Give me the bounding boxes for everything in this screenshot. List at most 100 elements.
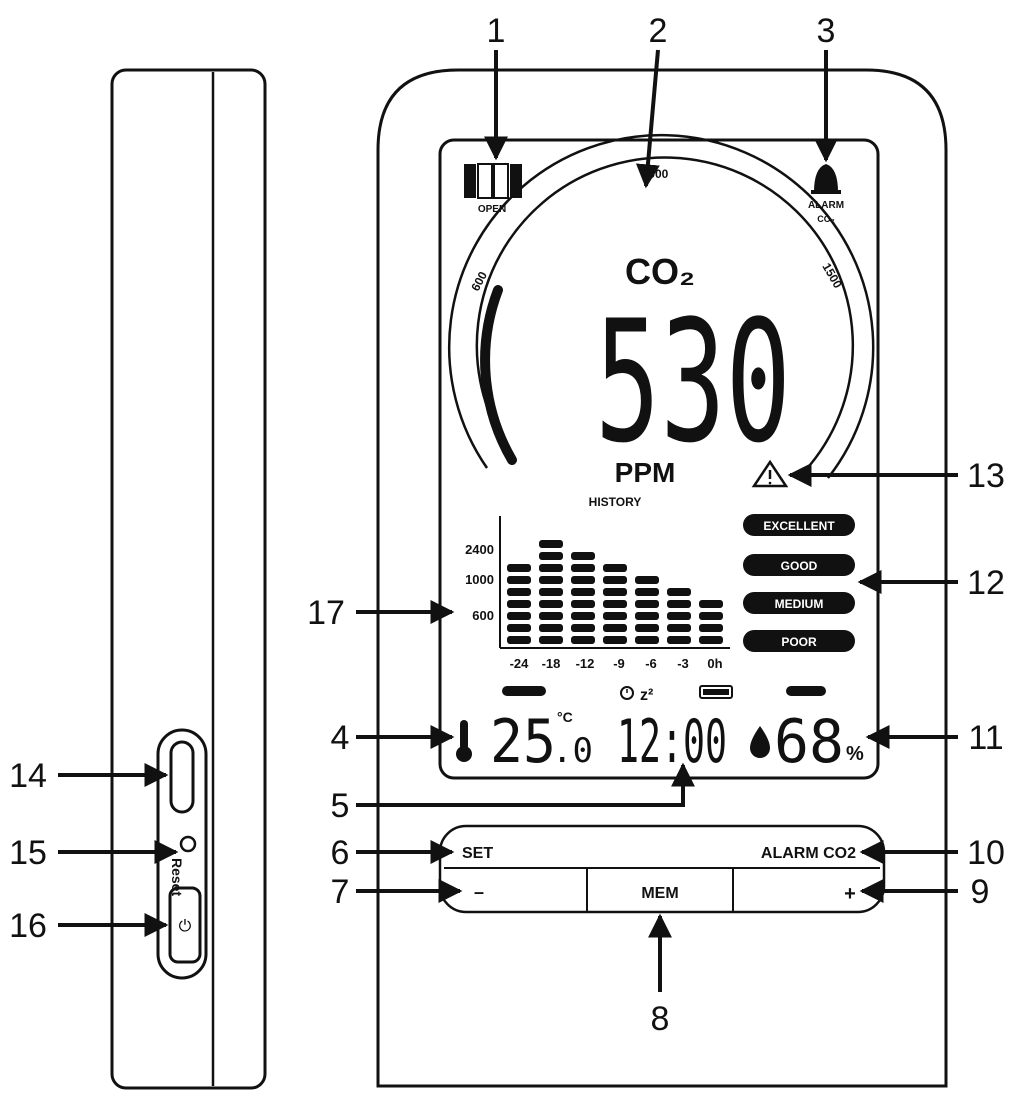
- co2-label: CO₂: [625, 251, 695, 292]
- history-bar-segment: [603, 624, 627, 632]
- alarm-clock-icon: [620, 686, 634, 700]
- bell-icon: [811, 164, 841, 194]
- history-bar-segment: [571, 576, 595, 584]
- history-bar-segment: [539, 588, 563, 596]
- arrow-5: [356, 762, 695, 807]
- history-bar-segment: [539, 624, 563, 632]
- history-bar-segment: [603, 612, 627, 620]
- callout-8: 8: [651, 1000, 670, 1038]
- history-bar-segment: [539, 540, 563, 548]
- window-open-icon: [464, 163, 522, 199]
- quality-excellent: EXCELLENT: [763, 519, 835, 533]
- history-bar-segment: [635, 576, 659, 584]
- callout-7: 7: [331, 873, 350, 911]
- front-view: OPEN ALARM CO₂ 600 1000 1500 CO₂ 530 PPM…: [376, 68, 948, 1088]
- minus-button-label: –: [474, 882, 484, 902]
- history-bar-segment: [539, 636, 563, 644]
- humidity-drop-icon: [750, 726, 770, 758]
- history-bar-segment: [667, 612, 691, 620]
- history-bar-segment: [571, 636, 595, 644]
- history-x-tick: 0h: [707, 656, 722, 671]
- alarm-co2-button-label: ALARM CO2: [761, 845, 856, 862]
- history-bar-segment: [667, 636, 691, 644]
- callout-16: 16: [9, 907, 47, 945]
- temperature-unit: °C: [557, 709, 573, 725]
- callout-1: 1: [487, 12, 506, 50]
- window-open-label: OPEN: [478, 204, 506, 215]
- history-y-tick: 1000: [465, 572, 494, 587]
- usb-port[interactable]: [169, 740, 195, 814]
- power-icon: ⏻: [179, 916, 192, 935]
- quality-medium: MEDIUM: [775, 597, 824, 611]
- history-bar-segment: [667, 600, 691, 608]
- history-bar-segment: [507, 612, 531, 620]
- history-bar-segment: [507, 588, 531, 596]
- history-bar-segment: [603, 576, 627, 584]
- reset-hole[interactable]: [179, 835, 197, 853]
- history-x-tick: -6: [645, 656, 657, 671]
- history-bar-segment: [603, 600, 627, 608]
- history-bar-segment: [507, 576, 531, 584]
- callout-3: 3: [817, 12, 836, 50]
- history-bar-segment: [539, 552, 563, 560]
- clock-time: 12:00: [617, 707, 727, 777]
- warning-icon: [751, 459, 789, 488]
- callout-17: 17: [307, 594, 345, 632]
- set-button-label: SET: [462, 845, 493, 862]
- temperature-decimal: .0: [552, 731, 593, 771]
- power-button[interactable]: [168, 886, 202, 964]
- quality-poor: POOR: [781, 635, 817, 649]
- humidity-min-badge: [786, 686, 826, 696]
- callout-numbers: 1 2 3 4 5 6 7 8 9 10 11 12 13 14 15 16 1…: [9, 12, 1005, 1038]
- history-bar-segment: [507, 636, 531, 644]
- snooze-icon: z²: [640, 687, 653, 704]
- history-bar-segment: [699, 636, 723, 644]
- history-bar-segment: [635, 588, 659, 596]
- history-bar-segment: [507, 600, 531, 608]
- history-bar-segment: [635, 636, 659, 644]
- callout-5: 5: [331, 787, 350, 825]
- history-y-tick: 2400: [465, 542, 494, 557]
- minus-button[interactable]: [444, 870, 586, 910]
- history-bar-segment: [635, 600, 659, 608]
- callout-13: 13: [967, 457, 1005, 495]
- history-x-tick: -12: [576, 656, 595, 671]
- history-bar-segment: [571, 564, 595, 572]
- side-view: Reset ⏻: [110, 68, 267, 1090]
- history-bar-segment: [667, 588, 691, 596]
- co2-value: 530: [595, 284, 791, 480]
- humidity-unit: %: [846, 743, 864, 765]
- plus-button-label: +: [844, 883, 856, 905]
- history-bar-segment: [539, 600, 563, 608]
- history-chart: [499, 516, 730, 649]
- callout-11: 11: [968, 719, 1003, 757]
- plus-button[interactable]: [735, 870, 880, 910]
- history-y-tick: 600: [472, 608, 494, 623]
- history-bar-segment: [571, 552, 595, 560]
- callout-12: 12: [967, 564, 1005, 602]
- callout-4: 4: [331, 719, 350, 757]
- callout-14: 14: [9, 757, 47, 795]
- history-bar-segment: [603, 636, 627, 644]
- mem-button-label: MEM: [641, 885, 678, 902]
- history-bar-segment: [667, 624, 691, 632]
- history-bar-segment: [571, 588, 595, 596]
- thermometer-icon: [456, 720, 472, 762]
- co2-gauge: [447, 133, 875, 479]
- history-bar-segment: [507, 564, 531, 572]
- battery-icon: [699, 685, 733, 699]
- history-x-tick: -24: [510, 656, 530, 671]
- unit-label: PPM: [615, 457, 676, 488]
- history-bar-segment: [635, 612, 659, 620]
- alarm-co2-label: CO₂: [817, 214, 835, 224]
- quality-good: GOOD: [781, 559, 818, 573]
- quality-indicator: EXCELLENT GOOD MEDIUM POOR: [743, 514, 855, 652]
- history-bar-segment: [699, 624, 723, 632]
- history-bar-segment: [539, 564, 563, 572]
- callout-arrows: [58, 49, 958, 992]
- callout-2: 2: [649, 12, 668, 50]
- history-bar-segment: [539, 576, 563, 584]
- button-panel: [438, 824, 886, 914]
- temp-max-badge: [502, 686, 546, 696]
